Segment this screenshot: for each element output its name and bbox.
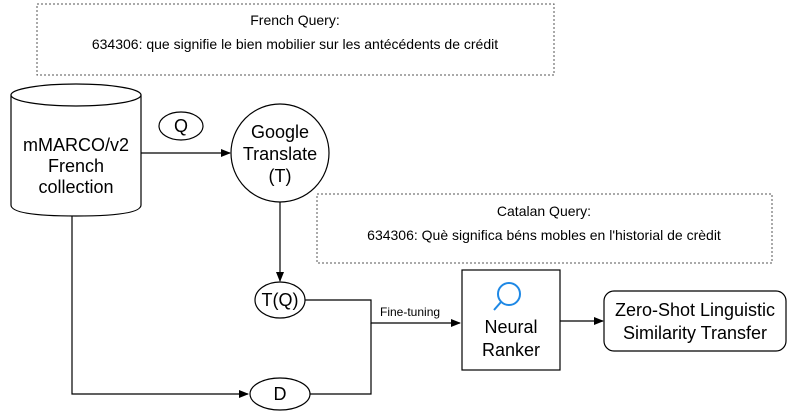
output-label-line2: Similarity Transfer [623, 323, 767, 343]
google-translate-node: Google Translate (T) [230, 103, 330, 203]
ranker-label-line1: Neural [484, 317, 537, 337]
french-query-title: French Query: [250, 12, 339, 28]
collection-label-line3: collection [38, 177, 113, 197]
collection-label-line2: French [48, 156, 104, 176]
output-label-line1: Zero-Shot Linguistic [615, 300, 775, 320]
translate-label-line2: Translate [243, 144, 317, 164]
translate-label-line3: (T) [269, 166, 292, 186]
fine-tuning-label: Fine-tuning [380, 305, 440, 319]
translate-label-line1: Google [251, 122, 309, 142]
collection-label-line1: mMARCO/v2 [23, 135, 129, 155]
edge-collection-to-doc [71, 216, 249, 398]
french-query-text: 634306: que signifie le bien mobilier su… [92, 36, 498, 52]
query-node: Q [158, 111, 204, 141]
catalan-query-title: Catalan Query: [497, 203, 591, 219]
catalan-query-text: 634306: Què significa béns mobles en l'h… [367, 227, 721, 243]
edge-tq-to-ranker [305, 299, 461, 327]
ranker-label-line2: Ranker [482, 340, 540, 360]
neural-ranker-box: Neural Ranker [461, 269, 561, 371]
collection-database: mMARCO/v2 French collection [10, 83, 142, 217]
document-node: D [249, 377, 311, 411]
catalan-query-box: Catalan Query: 634306: Què significa bén… [316, 193, 773, 264]
search-icon [493, 282, 521, 311]
edge-doc-to-ranker [310, 323, 372, 395]
translated-query-label: T(Q) [262, 290, 299, 310]
document-node-label: D [274, 384, 287, 404]
query-node-label: Q [174, 116, 188, 136]
output-box: Zero-Shot Linguistic Similarity Transfer [603, 290, 787, 352]
translated-query-node: T(Q) [254, 281, 306, 319]
french-query-box: French Query: 634306: que signifie le bi… [36, 3, 555, 76]
